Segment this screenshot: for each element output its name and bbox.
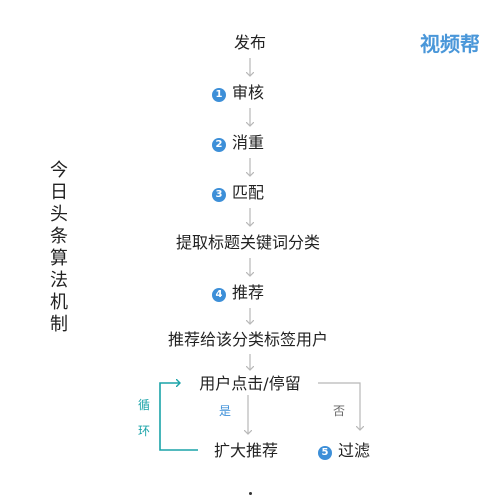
- arrow-loop-back: [159, 383, 198, 451]
- logo-text: 视频帮: [420, 32, 480, 56]
- diagram-title: 今日头条算法机制: [50, 160, 68, 335]
- loop-label-char-2: 环: [137, 424, 150, 438]
- node-dedup: 2 消重: [211, 133, 265, 153]
- branch-yes-label: 是: [219, 404, 232, 418]
- stray-dot: [249, 492, 252, 495]
- node-publish: 发布: [234, 33, 266, 53]
- node-filter-label: 过滤: [338, 441, 371, 460]
- node-review-label: 审核: [231, 83, 265, 102]
- node-user-action: 用户点击/停留: [199, 374, 300, 394]
- node-push-label: 推荐给该分类标签用户: [167, 330, 329, 349]
- loop-label-char-1: 循: [137, 398, 150, 412]
- node-dedup-label: 消重: [231, 133, 265, 152]
- step-number-badge: 1: [211, 88, 226, 102]
- node-publish-label: 发布: [233, 33, 267, 52]
- node-push: 推荐给该分类标签用户: [168, 330, 328, 350]
- node-match: 3 匹配: [211, 183, 265, 203]
- node-extract-label: 提取标题关键词分类: [175, 233, 321, 252]
- node-user-action-label: 用户点击/停留: [199, 374, 301, 393]
- node-filter: 5 过滤: [318, 441, 370, 461]
- branch-no-label: 否: [333, 404, 346, 418]
- node-expand-label: 扩大推荐: [213, 441, 279, 460]
- node-expand: 扩大推荐: [214, 441, 278, 461]
- node-recommend-label: 推荐: [231, 283, 265, 302]
- arrow-no-branch: [318, 382, 360, 430]
- node-match-label: 匹配: [231, 183, 265, 202]
- step-number-badge: 3: [211, 188, 226, 202]
- node-recommend: 4 推荐: [211, 283, 265, 303]
- step-number-badge: 5: [318, 446, 332, 460]
- step-number-badge: 2: [211, 138, 226, 152]
- node-extract: 提取标题关键词分类: [176, 233, 320, 253]
- node-review: 1 审核: [211, 83, 265, 103]
- step-number-badge: 4: [211, 288, 226, 302]
